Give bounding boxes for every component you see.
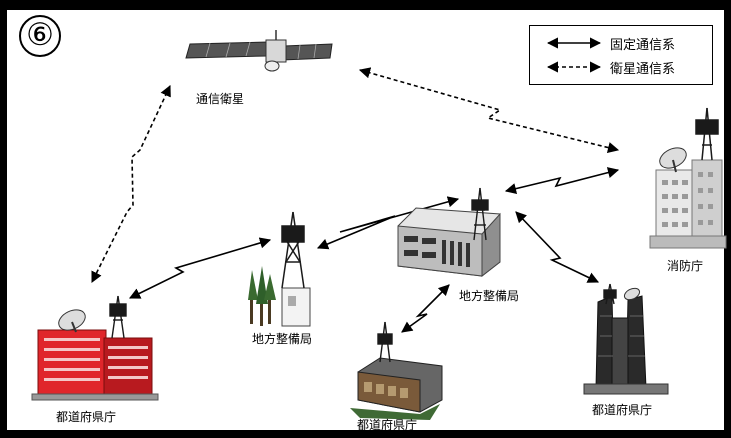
label-satellite: 通信衛星 [196, 92, 245, 106]
label-regional-bureau-center: 地方整備局 [459, 289, 520, 303]
satellite-link-fire-agency [358, 67, 620, 154]
satellite-links [91, 67, 620, 284]
satellite-dish-icon [623, 287, 641, 301]
legend-lines [546, 37, 602, 73]
legend-satellite-label: 衛星通信系 [610, 62, 676, 77]
prefecture-center-building [350, 357, 443, 420]
fixed-link-prefecture-left-bureau-left [128, 237, 272, 299]
regional-bureau-left-building [281, 287, 311, 327]
satellite-dish-icon [58, 309, 86, 333]
label-prefecture-left: 都道府県庁 [56, 410, 117, 424]
satellite-link-prefecture-left [91, 84, 171, 284]
radio-tower-icon [603, 283, 617, 305]
legend: 固定通信系 衛星通信系 [529, 25, 713, 85]
label-fire-agency: 消防庁 [667, 259, 704, 273]
tree-icon [248, 266, 276, 326]
prefecture-left-building [31, 329, 159, 401]
legend-fixed-label: 固定通信系 [610, 38, 676, 53]
satellite-icon [185, 30, 333, 72]
regional-bureau-center-building [397, 207, 501, 278]
radio-tower-icon [109, 295, 127, 339]
label-prefecture-right: 都道府県庁 [592, 403, 653, 417]
label-prefecture-center: 都道府県庁 [357, 418, 418, 432]
radio-tower-icon [695, 107, 719, 161]
radio-tower-icon [471, 187, 489, 241]
radio-tower-icon [377, 321, 393, 363]
prefecture-right-building [583, 295, 669, 395]
figure-number-badge: ⑥ [19, 15, 61, 57]
fixed-links [128, 167, 620, 333]
label-regional-bureau-left: 地方整備局 [252, 332, 313, 346]
satellite-dish-icon [659, 147, 687, 173]
fixed-link-center-prefecture-center [401, 284, 450, 333]
radio-tower-icon [281, 211, 305, 289]
fire-agency-building [649, 159, 727, 249]
fixed-link-center-fire [504, 167, 620, 195]
fixed-link-center-prefecture-right [515, 211, 600, 283]
fixed-link-bureau-left-center [316, 196, 460, 250]
